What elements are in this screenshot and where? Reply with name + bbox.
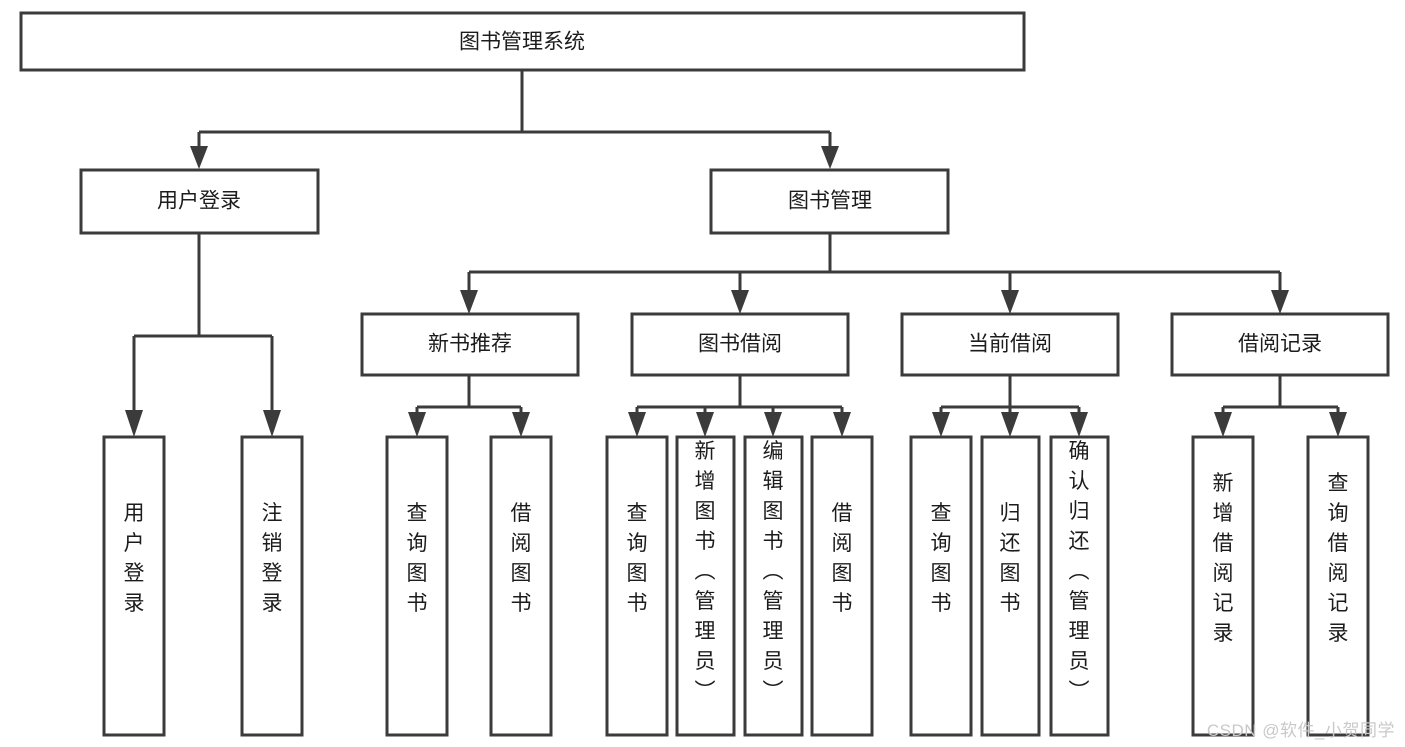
- node-book-borrow-label: 图书借阅: [698, 333, 782, 356]
- arrow-head-book-management: [821, 146, 839, 169]
- node-leaf-return-book-box[interactable]: [980, 435, 1041, 737]
- node-leaf-return-book[interactable]: 归还图书: [980, 435, 1041, 737]
- node-current-borrow-box[interactable]: [900, 312, 1120, 377]
- node-leaf-borrow-book-2-label: 借阅图书: [832, 502, 853, 615]
- node-leaf-query-book-1-box[interactable]: [385, 435, 449, 737]
- arrow-head-leaf-borrow-book-1: [512, 412, 530, 437]
- arrow-head-borrow-record: [1271, 290, 1289, 314]
- node-leaf-edit-book-label: 编辑图书︵管理员︶: [763, 440, 784, 703]
- node-borrow-record-label: 借阅记录: [1238, 333, 1322, 356]
- node-leaf-query-book-2[interactable]: 查询图书: [605, 435, 669, 737]
- node-book-borrow[interactable]: 图书借阅: [630, 312, 850, 377]
- node-leaf-user-login-label: 用户登录: [124, 502, 145, 615]
- node-book-management-box[interactable]: [709, 168, 950, 235]
- node-book-borrow-box[interactable]: [630, 312, 850, 377]
- node-leaf-borrow-book-1[interactable]: 借阅图书: [489, 435, 553, 737]
- arrow-head-leaf-user-logout: [263, 410, 281, 437]
- node-leaf-borrow-book-2[interactable]: 借阅图书: [810, 435, 874, 737]
- node-leaf-user-login[interactable]: 用户登录: [102, 435, 166, 737]
- arrow-head-book-borrow: [731, 290, 749, 314]
- node-leaf-query-record-label: 查询借阅记录: [1328, 472, 1349, 645]
- node-leaf-confirm-return[interactable]: 确认归还︵管理员︶: [1049, 435, 1110, 737]
- node-leaf-edit-book[interactable]: 编辑图书︵管理员︶: [743, 435, 804, 737]
- node-leaf-confirm-return-box[interactable]: [1049, 435, 1110, 737]
- node-new-book-recommend-label: 新书推荐: [428, 333, 512, 356]
- node-leaf-query-book-1[interactable]: 查询图书: [385, 435, 449, 737]
- node-root[interactable]: 图书管理系统: [19, 11, 1026, 72]
- node-leaf-query-book-3[interactable]: 查询图书: [909, 435, 973, 737]
- node-leaf-user-logout[interactable]: 注销登录: [240, 435, 304, 737]
- arrow-head-leaf-query-record: [1329, 412, 1347, 437]
- arrow-head-user-login: [190, 146, 208, 169]
- node-leaf-user-login-box[interactable]: [102, 435, 166, 737]
- node-leaf-query-book-1-label: 查询图书: [407, 502, 428, 615]
- arrow-head-leaf-query-book-3: [932, 412, 950, 437]
- arrow-head-current-borrow: [1001, 290, 1019, 314]
- node-leaf-query-book-3-label: 查询图书: [931, 502, 952, 615]
- node-current-borrow[interactable]: 当前借阅: [900, 312, 1120, 377]
- node-leaf-add-record-box[interactable]: [1191, 435, 1255, 737]
- node-new-book-recommend[interactable]: 新书推荐: [360, 312, 580, 377]
- node-leaf-query-book-2-box[interactable]: [605, 435, 669, 737]
- arrow-head-leaf-borrow-book-2: [833, 412, 851, 437]
- node-borrow-record-box[interactable]: [1170, 312, 1390, 377]
- node-book-management-label: 图书管理: [788, 190, 872, 213]
- node-leaf-add-book[interactable]: 新增图书︵管理员︶: [675, 435, 736, 737]
- node-user-login-label: 用户登录: [157, 190, 241, 213]
- node-root-box[interactable]: [19, 11, 1026, 72]
- node-leaf-user-logout-box[interactable]: [240, 435, 304, 737]
- node-borrow-record[interactable]: 借阅记录: [1170, 312, 1390, 377]
- node-user-login-box[interactable]: [79, 168, 320, 235]
- node-new-book-recommend-box[interactable]: [360, 312, 580, 377]
- arrow-head-leaf-add-record: [1214, 412, 1232, 437]
- connector-layer: [125, 70, 1347, 437]
- node-root-label: 图书管理系统: [459, 31, 585, 54]
- node-leaf-add-book-label: 新增图书︵管理员︶: [695, 440, 716, 703]
- arrow-head-leaf-query-book-2: [628, 412, 646, 437]
- node-leaf-add-record[interactable]: 新增借阅记录: [1191, 435, 1255, 737]
- node-leaf-query-record[interactable]: 查询借阅记录: [1306, 435, 1370, 737]
- node-user-login[interactable]: 用户登录: [79, 168, 320, 235]
- arrow-head-leaf-confirm-return: [1070, 412, 1088, 437]
- arrow-head-new-book-recommend: [460, 290, 478, 314]
- node-leaf-add-record-label: 新增借阅记录: [1213, 472, 1234, 645]
- arrow-head-leaf-return-book: [1001, 412, 1019, 437]
- arrow-head-leaf-query-book-1: [408, 412, 426, 437]
- arrow-head-leaf-edit-book: [764, 412, 782, 437]
- node-leaf-borrow-book-2-box[interactable]: [810, 435, 874, 737]
- node-leaf-return-book-label: 归还图书: [1000, 502, 1021, 615]
- node-leaf-borrow-book-1-box[interactable]: [489, 435, 553, 737]
- arrow-head-leaf-add-book: [696, 412, 714, 437]
- node-book-management[interactable]: 图书管理: [709, 168, 950, 235]
- node-leaf-query-record-box[interactable]: [1306, 435, 1370, 737]
- node-leaf-user-logout-label: 注销登录: [262, 502, 283, 615]
- node-leaf-borrow-book-1-label: 借阅图书: [511, 502, 532, 615]
- arrow-head-leaf-user-login: [125, 410, 143, 437]
- node-current-borrow-label: 当前借阅: [968, 333, 1052, 356]
- node-leaf-query-book-3-box[interactable]: [909, 435, 973, 737]
- node-leaf-edit-book-box[interactable]: [743, 435, 804, 737]
- node-leaf-query-book-2-label: 查询图书: [627, 502, 648, 615]
- node-leaf-add-book-box[interactable]: [675, 435, 736, 737]
- node-leaf-confirm-return-label: 确认归还︵管理员︶: [1069, 440, 1090, 703]
